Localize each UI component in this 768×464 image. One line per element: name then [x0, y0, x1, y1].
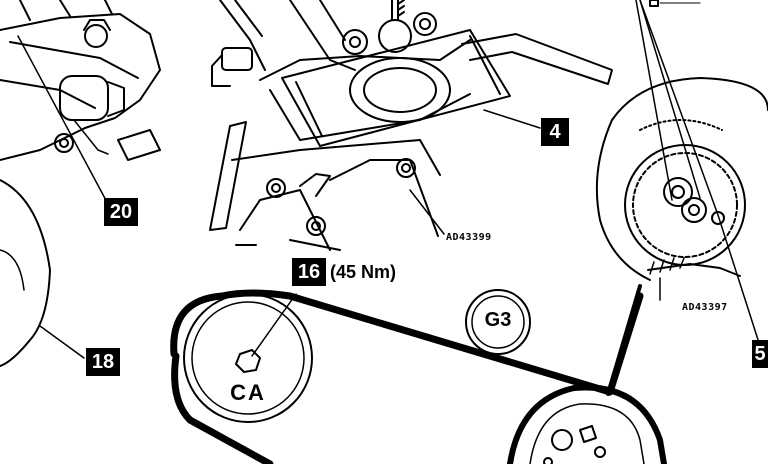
lower-right-pulley	[507, 384, 667, 464]
callout-5: 5	[752, 340, 768, 368]
timing-belt	[170, 289, 644, 464]
callout-18: 18	[86, 348, 120, 376]
torque-spec: (45 Nm)	[330, 262, 397, 282]
callout-20: 20	[104, 198, 138, 226]
reference-code-upper: AD43399	[446, 232, 492, 243]
pulley-label-idler: G3	[484, 309, 512, 331]
callout-4: 4	[541, 118, 569, 146]
engine-block-left	[0, 0, 161, 161]
large-pulley-outline	[0, 179, 51, 367]
reference-code-sprocket: AD43397	[682, 302, 728, 313]
cylinder-head-assembly	[209, 0, 613, 251]
callout-16: 16	[292, 258, 326, 286]
idler-pulley	[465, 289, 531, 355]
leader-lines	[17, 35, 661, 359]
sprocket-inset-view	[595, 0, 768, 396]
pulley-label-crankshaft: CA	[230, 380, 266, 405]
crankshaft-pulley	[183, 293, 313, 423]
